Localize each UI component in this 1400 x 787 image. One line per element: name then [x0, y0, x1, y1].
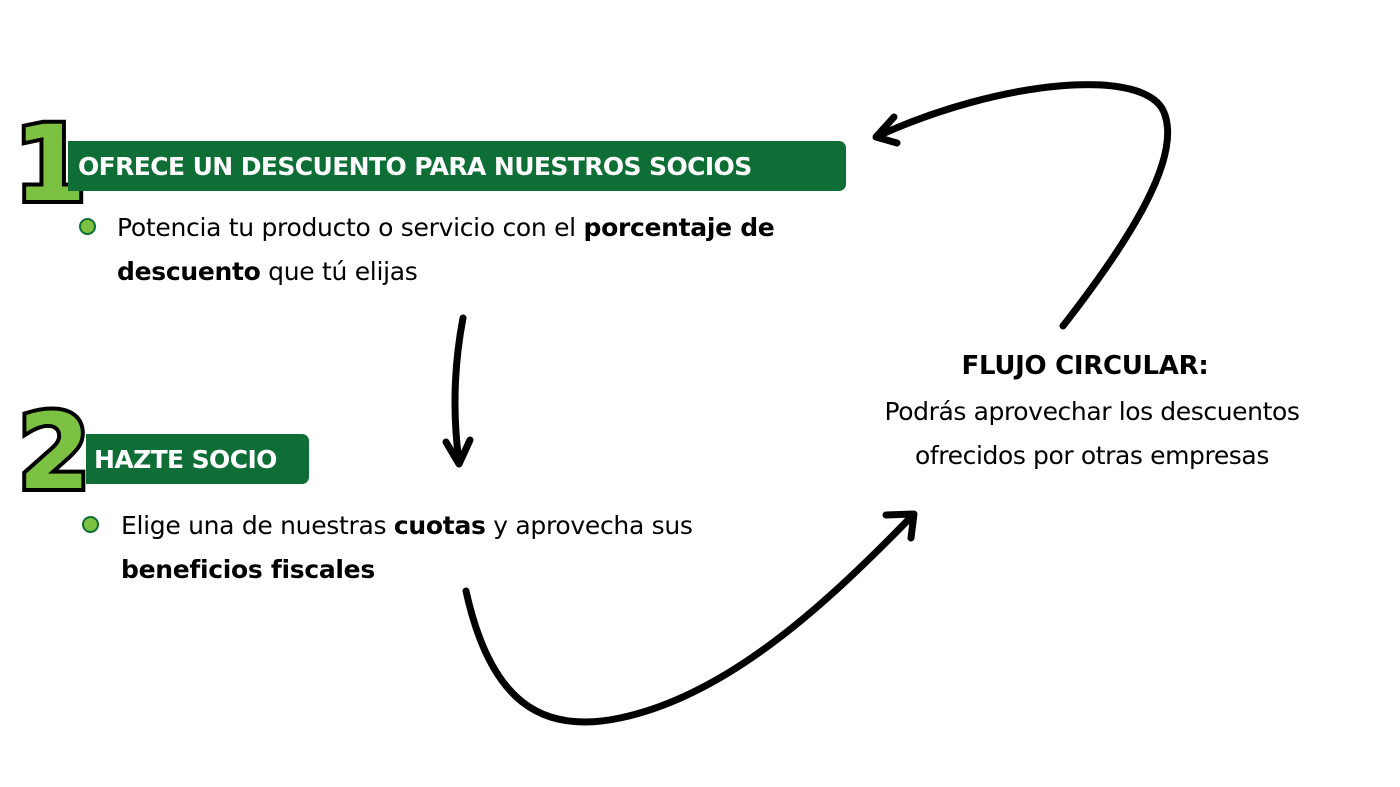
step-2-description: Elige una de nuestras cuotas y aprovecha…: [121, 504, 801, 592]
step-1-bold-a: porcentaje de descuento: [117, 213, 775, 286]
step-1-description: Potencia tu producto o servicio con el p…: [117, 206, 877, 294]
flow-title: FLUJO CIRCULAR:: [961, 351, 1209, 381]
flow-description: Podrás aprovechar los descuentos ofrecid…: [884, 397, 1300, 470]
step-1-text-b: que tú elijas: [260, 257, 418, 286]
arrow-step1-to-step2: [451, 314, 467, 466]
step-2-heading-text: HAZTE SOCIO: [94, 444, 277, 474]
step-2-bold-a: cuotas: [393, 511, 486, 540]
bullet-dot-icon: [82, 516, 99, 533]
bullet-dot-icon: [79, 218, 96, 235]
step-2-bold-b: beneficios fiscales: [121, 555, 375, 584]
arrow-flow-to-step1: [874, 81, 1172, 330]
arrow-flow-to-step1-head: [872, 113, 901, 147]
arrow-step1-to-step2-head: [442, 436, 474, 468]
step-1-heading: OFRECE UN DESCUENTO PARA NUESTROS SOCIOS: [68, 141, 846, 191]
step-1-heading-text: OFRECE UN DESCUENTO PARA NUESTROS SOCIOS: [78, 151, 752, 181]
step-2-number: 2: [14, 391, 94, 513]
step-2-text-a: Elige una de nuestras: [121, 511, 394, 540]
step-2-text-b: y aprovecha sus: [485, 511, 693, 540]
step-2-heading: HAZTE SOCIO: [86, 434, 309, 484]
step-1-text-a: Potencia tu producto o servicio con el: [117, 213, 584, 242]
arrow-step2-to-flow-head: [882, 510, 918, 542]
